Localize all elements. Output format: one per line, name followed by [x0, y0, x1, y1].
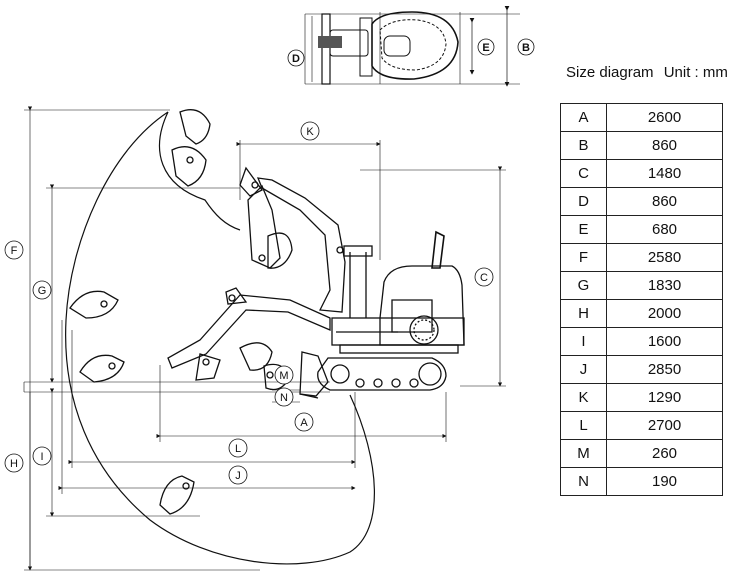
marker-f: F [4, 240, 24, 260]
dimension-label: K [560, 383, 607, 412]
dimension-value: 2600 [606, 103, 723, 132]
dimension-value: 680 [606, 215, 723, 244]
dimension-label: A [560, 103, 607, 132]
dimension-value: 860 [606, 187, 723, 216]
marker-a: A [294, 412, 314, 432]
marker-c: C [474, 267, 494, 287]
marker-d: D [287, 49, 305, 67]
svg-text:H: H [10, 458, 18, 470]
dimension-label: D [560, 187, 607, 216]
svg-text:N: N [280, 392, 288, 404]
marker-j: J [228, 465, 248, 485]
svg-text:E: E [482, 42, 489, 54]
caption-unit: Unit : mm [663, 64, 728, 81]
svg-text:A: A [300, 417, 308, 429]
dimension-value: 260 [606, 439, 723, 468]
caption-title: Size diagram [566, 64, 654, 81]
dimension-label: B [560, 131, 607, 160]
svg-text:L: L [235, 443, 241, 455]
dimension-label: L [560, 411, 607, 440]
marker-n: N [274, 387, 294, 407]
dimension-value: 2700 [606, 411, 723, 440]
marker-g: G [32, 280, 52, 300]
dimension-markers: D E B K C F G H I M N A L J [4, 38, 535, 485]
svg-text:J: J [235, 470, 241, 482]
svg-text:D: D [292, 53, 300, 65]
dimension-label: N [560, 467, 607, 496]
marker-h: H [4, 453, 24, 473]
dimension-label: G [560, 271, 607, 300]
svg-text:M: M [279, 370, 288, 382]
svg-text:B: B [522, 42, 530, 54]
dimension-label: J [560, 355, 607, 384]
dimension-value: 2850 [606, 355, 723, 384]
dimension-value: 1290 [606, 383, 723, 412]
marker-i: I [32, 446, 52, 466]
dimension-value: 1830 [606, 271, 723, 300]
marker-k: K [300, 121, 320, 141]
svg-text:K: K [306, 126, 314, 138]
excavator-side-view [167, 166, 465, 399]
svg-text:G: G [38, 285, 47, 297]
dimension-value: 1480 [606, 159, 723, 188]
size-diagram-caption: Size diagram Unit : mm [566, 64, 728, 81]
reach-envelope [65, 111, 375, 565]
bucket-positions [69, 109, 211, 515]
dimension-value: 2000 [606, 299, 723, 328]
marker-m: M [274, 365, 294, 385]
svg-text:C: C [480, 272, 488, 284]
dimension-label: F [560, 243, 607, 272]
svg-text:F: F [11, 245, 18, 257]
marker-l: L [228, 438, 248, 458]
svg-text:I: I [40, 451, 43, 463]
dimension-value: 1600 [606, 327, 723, 356]
dimension-label: I [560, 327, 607, 356]
marker-b: B [517, 38, 535, 56]
dimension-label: E [560, 215, 607, 244]
dimension-value: 190 [606, 467, 723, 496]
dimension-label: C [560, 159, 607, 188]
top-view [304, 5, 520, 87]
dimension-label: H [560, 299, 607, 328]
dimension-value: 860 [606, 131, 723, 160]
dimension-label: M [560, 439, 607, 468]
dimension-value: 2580 [606, 243, 723, 272]
marker-e: E [477, 38, 495, 56]
